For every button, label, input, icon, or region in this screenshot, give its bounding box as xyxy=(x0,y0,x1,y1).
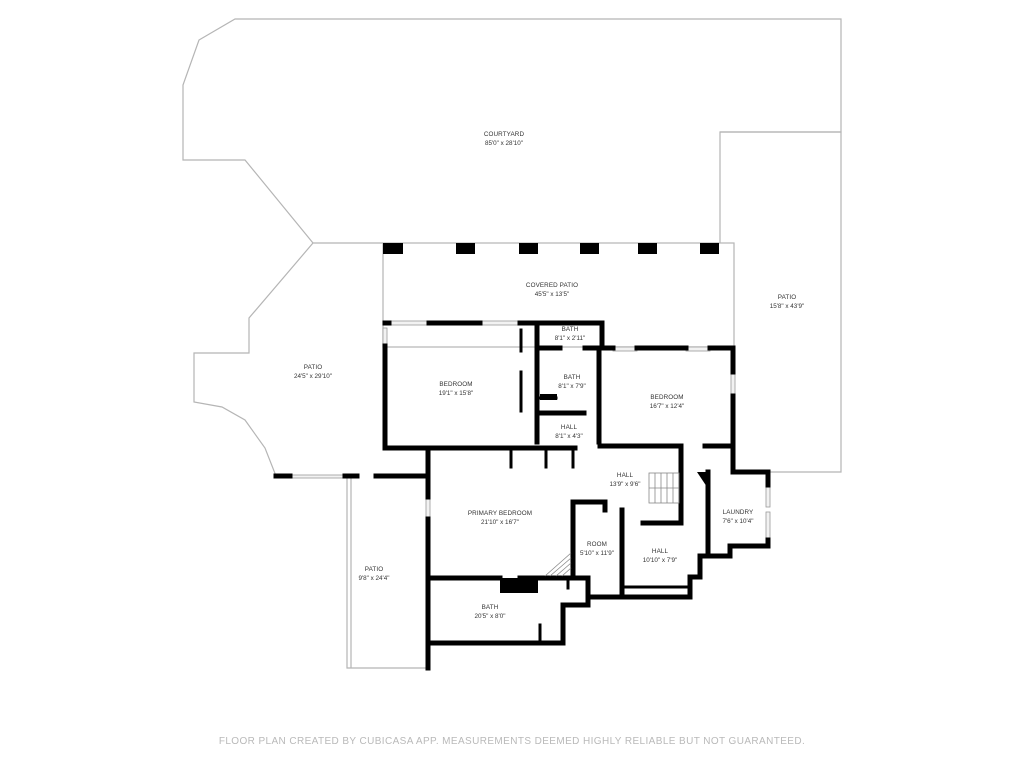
disclaimer-footer: FLOOR PLAN CREATED BY CUBICASA APP. MEAS… xyxy=(218,736,806,747)
window xyxy=(289,474,346,479)
room-label-covered-patio: COVERED PATIO 45'5" x 13'5" xyxy=(526,282,578,298)
closet-block xyxy=(540,394,557,400)
room-label-courtyard: COURTYARD 85'0" x 28'10" xyxy=(484,131,525,147)
room-label-bath-3: BATH 20'5" x 8'0" xyxy=(474,604,505,620)
room-label-patio-south: PATIO 9'8" x 24'4" xyxy=(358,566,389,582)
room-label-bath-1: BATH 8'1" x 2'11" xyxy=(555,326,586,342)
svg-text:8'1" x 7'9": 8'1" x 7'9" xyxy=(558,383,586,390)
pillar xyxy=(580,243,599,254)
svg-text:9'8" x 24'4": 9'8" x 24'4" xyxy=(358,575,389,582)
wall-corner xyxy=(697,472,709,490)
svg-text:BATH: BATH xyxy=(482,604,499,611)
patio-east-outline xyxy=(720,131,842,473)
pillar xyxy=(456,243,475,254)
walls xyxy=(273,320,771,671)
svg-text:PATIO: PATIO xyxy=(778,294,796,301)
pillar xyxy=(383,243,403,254)
window xyxy=(388,320,430,326)
svg-text:8'1" x 4'3": 8'1" x 4'3" xyxy=(555,433,583,440)
room-labels: COURTYARD 85'0" x 28'10" COVERED PATIO 4… xyxy=(294,131,804,620)
svg-text:BATH: BATH xyxy=(564,374,581,381)
svg-text:BEDROOM: BEDROOM xyxy=(650,394,683,401)
svg-text:8'1" x 2'11": 8'1" x 2'11" xyxy=(555,335,586,342)
window xyxy=(765,484,771,508)
pillar xyxy=(700,243,719,254)
room-label-bath-2: BATH 8'1" x 7'9" xyxy=(558,374,586,390)
pillars xyxy=(383,243,719,254)
svg-text:COURTYARD: COURTYARD xyxy=(484,131,525,138)
window xyxy=(425,496,431,520)
svg-text:LAUNDRY: LAUNDRY xyxy=(723,509,754,516)
room-label-patio-east: PATIO 15'8" x 43'9" xyxy=(770,294,805,310)
window xyxy=(765,511,771,541)
room-label-room: ROOM 5'10" x 11'9" xyxy=(580,541,614,557)
svg-text:HALL: HALL xyxy=(561,424,578,431)
svg-text:COVERED PATIO: COVERED PATIO xyxy=(526,282,578,289)
svg-text:BEDROOM: BEDROOM xyxy=(439,381,472,388)
svg-text:15'8" x 43'9": 15'8" x 43'9" xyxy=(770,303,805,310)
outdoor-outlines xyxy=(182,18,842,669)
patio-south-outline xyxy=(346,478,428,669)
pillar xyxy=(519,243,538,254)
svg-text:10'10" x 7'9": 10'10" x 7'9" xyxy=(643,557,678,564)
svg-text:19'1" x 15'8": 19'1" x 15'8" xyxy=(439,390,474,397)
svg-text:HALL: HALL xyxy=(617,472,634,479)
patio-west-outline xyxy=(193,242,383,477)
svg-text:PATIO: PATIO xyxy=(304,364,322,371)
window xyxy=(730,371,736,397)
svg-text:7'6" x 10'4": 7'6" x 10'4" xyxy=(722,518,753,525)
svg-text:24'5" x 29'10": 24'5" x 29'10" xyxy=(294,373,332,380)
window xyxy=(685,346,711,352)
room-label-bedroom-2: BEDROOM 16'7" x 12'4" xyxy=(650,394,685,410)
fireplace xyxy=(500,578,538,593)
room-label-bedroom-1: BEDROOM 19'1" x 15'8" xyxy=(439,381,474,397)
room-label-primary-bedroom: PRIMARY BEDROOM 21'10" x 16'7" xyxy=(468,510,532,526)
svg-text:13'9" x 9'6": 13'9" x 9'6" xyxy=(609,481,640,488)
svg-text:HALL: HALL xyxy=(652,548,669,555)
svg-text:ROOM: ROOM xyxy=(587,541,607,548)
window xyxy=(612,346,638,352)
room-label-hall-3: HALL 10'10" x 7'9" xyxy=(643,548,678,564)
svg-text:BATH: BATH xyxy=(562,326,579,333)
pillar xyxy=(638,243,657,254)
stairs xyxy=(544,472,680,577)
svg-text:PATIO: PATIO xyxy=(365,566,383,573)
svg-text:PRIMARY BEDROOM: PRIMARY BEDROOM xyxy=(468,510,532,517)
window xyxy=(479,320,521,326)
svg-text:21'10" x 16'7": 21'10" x 16'7" xyxy=(481,519,519,526)
window xyxy=(382,327,388,347)
windows xyxy=(289,320,771,541)
room-label-hall-1: HALL 8'1" x 4'3" xyxy=(555,424,583,440)
svg-text:85'0" x 28'10": 85'0" x 28'10" xyxy=(485,140,523,147)
svg-text:45'5" x 13'5": 45'5" x 13'5" xyxy=(535,291,570,298)
svg-text:16'7" x 12'4": 16'7" x 12'4" xyxy=(650,403,685,410)
svg-text:5'10" x 11'9": 5'10" x 11'9" xyxy=(580,550,614,557)
room-label-patio-west: PATIO 24'5" x 29'10" xyxy=(294,364,332,380)
room-label-laundry: LAUNDRY 7'6" x 10'4" xyxy=(722,509,754,525)
room-label-hall-2: HALL 13'9" x 9'6" xyxy=(609,472,640,488)
svg-text:20'5" x 8'0": 20'5" x 8'0" xyxy=(474,613,505,620)
